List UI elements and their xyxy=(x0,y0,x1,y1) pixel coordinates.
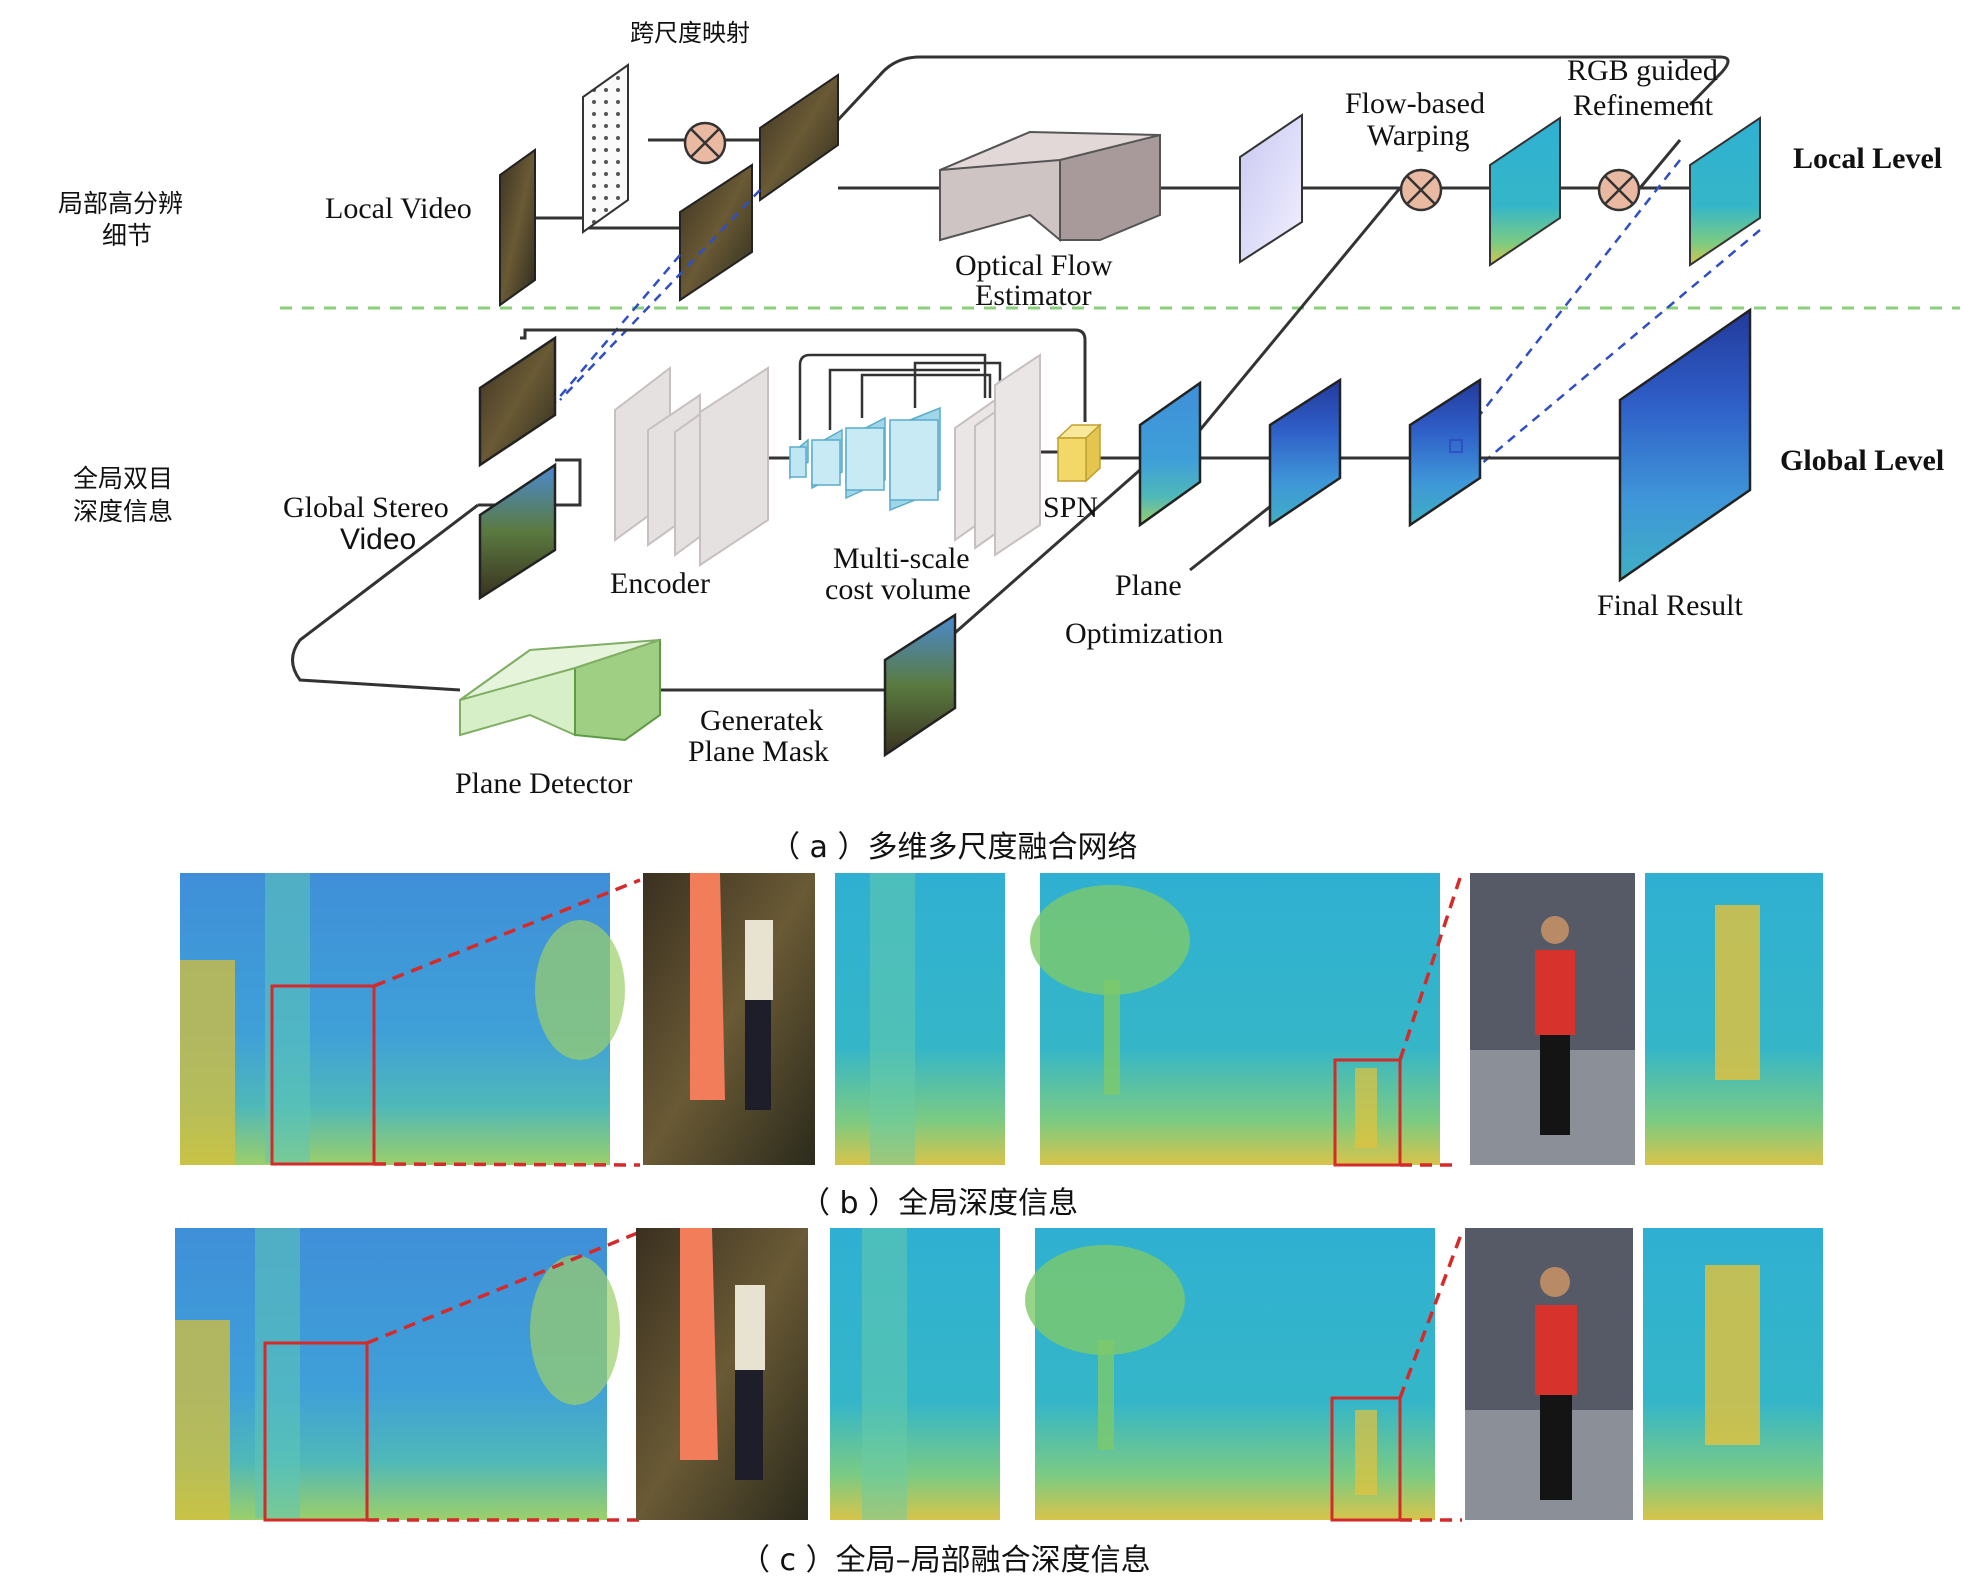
flow-field xyxy=(1239,113,1303,264)
caption-b: （ b ）全局深度信息 xyxy=(800,1186,1079,1221)
multiply-icon-3 xyxy=(1597,168,1641,212)
plane-detector xyxy=(459,638,661,742)
multiply-icon-1 xyxy=(683,121,727,165)
plane-opt-label-line1: Plane xyxy=(1115,569,1182,602)
c-photo-person1 xyxy=(636,1228,808,1520)
global-level-label: Global Level xyxy=(1780,444,1945,477)
b-depth-crop1 xyxy=(835,873,1005,1165)
optical-flow-label-line2: Estimator xyxy=(975,279,1092,312)
plane-opt-label-line2: Optimization xyxy=(1065,617,1224,650)
plane-mask-image xyxy=(883,612,957,758)
rgb-refinement-label-line1: RGB guided xyxy=(1567,54,1718,87)
global-depth-label-line1: 全局双目 xyxy=(73,464,174,493)
plane-detector-label: Plane Detector xyxy=(455,767,633,800)
cost-volume-cubes xyxy=(789,406,941,512)
rgb-refinement-label-line2: Refinement xyxy=(1573,89,1713,122)
cost-volume-skip-lines xyxy=(798,353,1002,440)
caption-a: （ a ）多维多尺度融合网络 xyxy=(770,830,1138,865)
plane-mask-label-line1: Generatek xyxy=(700,704,824,737)
fused-depth xyxy=(1408,377,1482,528)
global-stereo-label-line1: Global Stereo xyxy=(283,491,449,524)
cross-scale-grid xyxy=(582,63,629,234)
optical-flow-estimator xyxy=(939,130,1161,243)
flow-warping-label-line1: Flow-based xyxy=(1345,87,1485,120)
caption-c: （ c ）全局–局部融合深度信息 xyxy=(740,1543,1151,1578)
spn-depth xyxy=(1138,380,1202,528)
local-detail-label-line1: 局部高分辨 xyxy=(58,189,184,218)
local-crop-frame-bottom xyxy=(679,163,753,302)
final-result-depth xyxy=(1618,307,1752,583)
encoder-layers xyxy=(614,365,769,567)
cost-volume-planes xyxy=(954,353,1041,557)
local-video-label: Local Video xyxy=(325,192,472,225)
plane-mask-label-line2: Plane Mask xyxy=(688,735,829,768)
local-crop-frame-top xyxy=(759,73,839,202)
encoder-label: Encoder xyxy=(610,567,710,600)
spn-block xyxy=(1056,423,1102,483)
stereo-frame-left xyxy=(478,335,557,468)
local-video-frame xyxy=(499,148,536,307)
warped-depth xyxy=(1489,116,1561,267)
plane-opt-depth xyxy=(1268,377,1342,528)
c-depth-scene1 xyxy=(175,1228,607,1520)
cross-scale-title: 跨尺度映射 xyxy=(630,19,750,47)
refined-local-depth xyxy=(1689,116,1761,267)
flow-warping-label-line2: Warping xyxy=(1367,119,1470,152)
local-detail-label-line2: 细节 xyxy=(102,221,153,250)
local-level-label: Local Level xyxy=(1793,142,1943,175)
fused-depth-highlight xyxy=(1449,439,1463,453)
b-photo-person1 xyxy=(643,873,815,1165)
cost-volume-label-line1: Multi-scale xyxy=(833,542,970,575)
optical-flow-label-line1: Optical Flow xyxy=(955,249,1113,282)
final-result-label: Final Result xyxy=(1597,589,1743,622)
cost-volume-label-line2: cost volume xyxy=(825,573,971,606)
global-stereo-label-line2: Video xyxy=(340,523,417,556)
b-depth-scene1 xyxy=(180,873,610,1165)
global-depth-label-line2: 深度信息 xyxy=(73,497,174,526)
c-depth-crop1 xyxy=(830,1228,1000,1520)
stereo-frame-right xyxy=(478,462,557,601)
multiply-icon-2 xyxy=(1399,168,1443,212)
spn-label: SPN xyxy=(1043,491,1099,524)
